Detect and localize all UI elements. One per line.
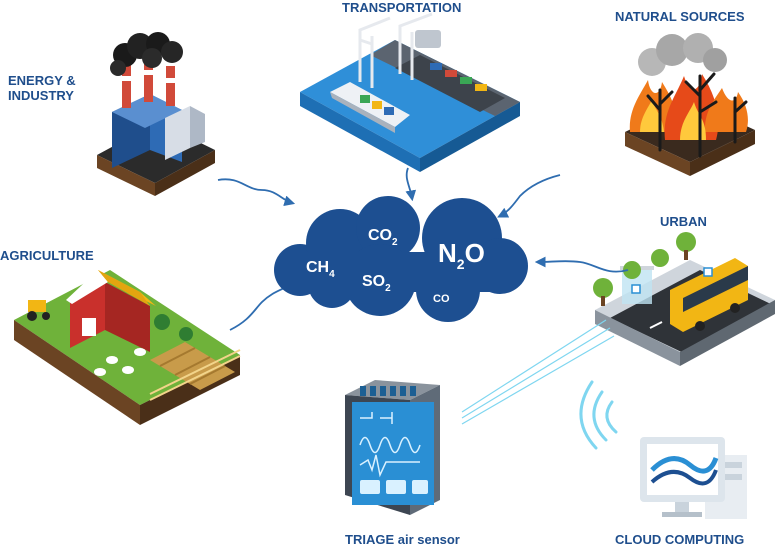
city-bus-stop-icon	[593, 232, 775, 366]
gas-so2: SO2	[362, 273, 391, 294]
label-cloud-computing: CLOUD COMPUTING	[615, 532, 745, 547]
air-sensor-icon	[345, 380, 440, 515]
label-transportation: TRANSPORTATION	[342, 0, 462, 15]
sensor-beams	[461, 319, 615, 425]
label-urban: URBAN	[660, 214, 707, 229]
factory-icon	[97, 32, 215, 196]
label-natural-sources: NATURAL SOURCES	[615, 9, 745, 24]
gas-co: CO	[433, 293, 450, 305]
wildfire-icon	[625, 33, 755, 176]
label-agriculture: AGRICULTURE	[0, 248, 94, 263]
arrow-energy	[217, 178, 296, 206]
gas-cloud	[274, 196, 528, 322]
flow-arrows	[217, 167, 629, 331]
gas-ch4: CH4	[306, 259, 335, 280]
port-icon	[300, 12, 520, 260]
gas-co2: CO2	[368, 227, 398, 248]
label-triage-sensor: TRIAGE air sensor	[345, 532, 460, 547]
arrow-urban	[534, 256, 629, 273]
cloud-computing-icon	[579, 380, 747, 519]
arrow-natural	[497, 174, 561, 218]
label-energy-industry: ENERGY & INDUSTRY	[8, 73, 76, 103]
arrow-agriculture	[229, 282, 295, 331]
arrow-transport	[405, 167, 417, 202]
farm-icon	[14, 270, 241, 425]
gas-n2o: N2O	[438, 238, 485, 272]
